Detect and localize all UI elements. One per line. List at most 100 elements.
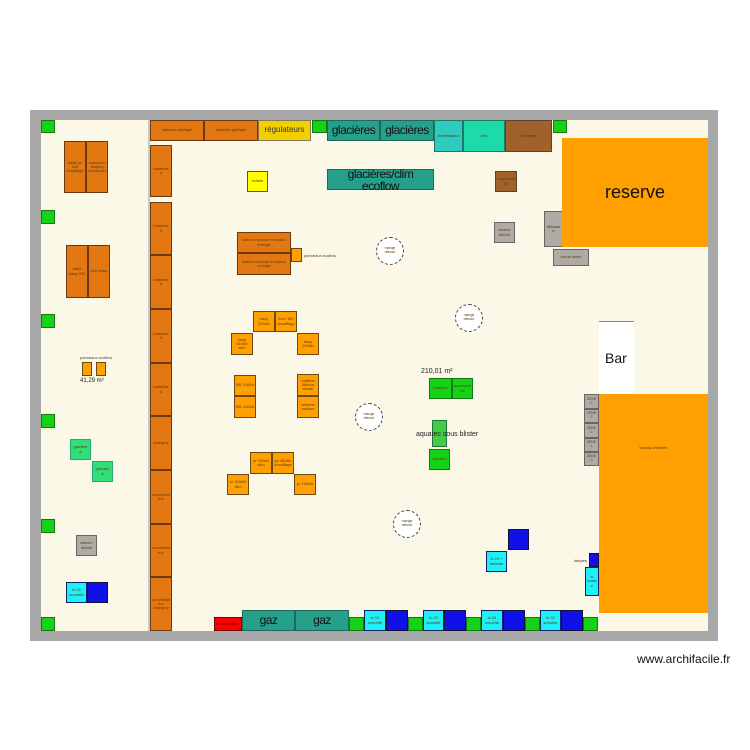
- tv[interactable]: tv 32 sonorité: [540, 610, 561, 631]
- marker: [312, 120, 327, 133]
- marker: [41, 414, 55, 428]
- shelf[interactable]: convertisseur: [150, 470, 172, 524]
- shelf[interactable]: batteries gel/agm: [150, 120, 204, 141]
- label: ZENEC: [586, 454, 597, 462]
- tv[interactable]: tv 24 sonorité: [481, 610, 503, 631]
- label: pompes: [433, 385, 448, 391]
- label: solaire: [251, 178, 264, 184]
- shelf[interactable]: convertisseur: [150, 524, 172, 577]
- tv[interactable]: tv 22 sonorité: [423, 610, 444, 631]
- brumisateur[interactable]: brumisateur: [434, 120, 463, 152]
- shelf[interactable]: convertisseur chargeur: [150, 577, 172, 631]
- shelf[interactable]: batteries li: [150, 202, 172, 255]
- tv-blue[interactable]: [444, 610, 466, 631]
- label: régulateurs: [264, 125, 305, 135]
- battery[interactable]: easy 310Ah slim: [231, 333, 253, 355]
- glaciere[interactable]: glacière A: [92, 461, 113, 482]
- zenec[interactable]: ZENEC: [584, 452, 599, 466]
- bar[interactable]: Bar: [599, 321, 634, 394]
- zenec[interactable]: ZENEC: [584, 438, 599, 452]
- battery[interactable]: pr 210ah slim: [250, 452, 272, 474]
- label: glacières: [385, 123, 429, 138]
- suspensions[interactable]: suspensions: [495, 171, 517, 192]
- label: Bar: [605, 349, 627, 366]
- glacieres[interactable]: glacières: [380, 120, 434, 141]
- tv24[interactable]: tv 24 + tablette: [486, 551, 507, 572]
- aquatec-blister[interactable]: [432, 420, 447, 447]
- battery[interactable]: pv 460Ah chauffage: [272, 452, 294, 474]
- aquatec[interactable]: aquatec: [429, 449, 450, 470]
- battery[interactable]: BB 100Ah: [234, 375, 256, 396]
- table[interactable]: table easy 200: [66, 245, 88, 298]
- label: station ecoflow et station energie: [242, 237, 286, 247]
- glacieres-clim[interactable]: glacières/clim ecoflow: [327, 168, 434, 192]
- shelf[interactable]: batteries li: [150, 255, 172, 309]
- tv[interactable]: tv 22 sonorité: [66, 582, 87, 603]
- alarme[interactable]: alarme déloté: [494, 222, 515, 243]
- gaz[interactable]: gaz: [295, 610, 349, 631]
- zenec[interactable]: ZENEC: [584, 394, 599, 409]
- table[interactable]: cuisson/camping extraction: [86, 141, 108, 193]
- tv-solaire[interactable]: tv solaire: [585, 567, 599, 596]
- label: gaz: [313, 613, 331, 628]
- battery[interactable]: BB 240Ah: [234, 396, 256, 418]
- label: mange debout: [384, 246, 396, 254]
- label: tv 19 sonorité: [367, 615, 383, 625]
- tv-blue[interactable]: [87, 582, 108, 603]
- shelf[interactable]: batteries li: [150, 309, 172, 363]
- table[interactable]: tonv easy: [88, 245, 110, 298]
- shelf[interactable]: batteries li: [150, 145, 172, 197]
- battery[interactable]: easy 200Ah: [253, 311, 275, 332]
- mange-debout-table[interactable]: mange debout: [376, 237, 404, 265]
- station[interactable]: station ecoflow et station energie: [237, 232, 291, 253]
- label: convertisseur: [152, 545, 171, 555]
- zenec[interactable]: ZENEC: [584, 423, 599, 438]
- panneaux[interactable]: [291, 248, 302, 262]
- zenec[interactable]: ZENEC: [584, 409, 599, 423]
- glacieres[interactable]: glacières: [327, 120, 380, 141]
- shelf[interactable]: batteries gel/agm: [204, 120, 258, 141]
- borne[interactable]: borne facile: [553, 249, 589, 266]
- bureau[interactable]: bureau d'entrée: [599, 394, 708, 503]
- table[interactable]: table pv 160 chauffage: [64, 141, 86, 193]
- label: batteries gel/agm: [215, 127, 247, 133]
- accessoires[interactable]: accessoires: [452, 378, 473, 399]
- zone-entree[interactable]: zone entrée: [214, 617, 242, 631]
- flebassie[interactable]: fléhassie: [544, 211, 563, 247]
- shelf[interactable]: batteries li: [150, 363, 172, 416]
- battery[interactable]: batterie lithium solide: [297, 374, 319, 396]
- battery[interactable]: tonv 100 chauffage: [275, 311, 297, 332]
- panel[interactable]: [82, 362, 92, 376]
- solaire[interactable]: solaire: [247, 171, 268, 192]
- label: batteries li: [153, 330, 169, 340]
- label: glacières: [331, 123, 376, 138]
- shelf[interactable]: chargeur: [150, 416, 172, 470]
- regulateurs[interactable]: régulateurs: [258, 120, 311, 141]
- battery[interactable]: pr 310Ah slim: [227, 474, 249, 495]
- battery[interactable]: batterie sodium: [297, 396, 319, 418]
- box-blue[interactable]: [508, 529, 529, 550]
- mange-debout-table[interactable]: mange debout: [455, 304, 483, 332]
- battery[interactable]: pr 100Ah: [294, 474, 316, 495]
- glaciere[interactable]: glacière A: [70, 439, 91, 460]
- mange-debout-table[interactable]: mange debout: [393, 510, 421, 538]
- mange-debout-table[interactable]: mange debout: [355, 403, 383, 431]
- lampes[interactable]: [589, 553, 599, 567]
- alarm[interactable]: alarme déloté: [76, 535, 97, 556]
- label: easy 200Ah: [258, 316, 270, 326]
- tv[interactable]: tv 19 sonorité: [364, 610, 386, 631]
- battery[interactable]: easy 100Ah: [297, 333, 319, 355]
- gaz[interactable]: gaz: [242, 610, 295, 631]
- reserve[interactable]: reserve: [562, 138, 708, 247]
- panel[interactable]: [96, 362, 106, 376]
- label: convertisseur chargeur: [152, 596, 171, 611]
- pompes[interactable]: pompes: [429, 378, 452, 399]
- eclairage[interactable]: éclairage: [505, 120, 552, 152]
- tv-blue[interactable]: [503, 610, 525, 631]
- clim[interactable]: clim: [463, 120, 505, 152]
- label: tv 24 sonorité: [484, 615, 500, 625]
- tv-blue[interactable]: [386, 610, 408, 631]
- label: tonv 100 chauffage: [277, 316, 295, 326]
- tv-blue[interactable]: [561, 610, 583, 631]
- station[interactable]: station ecoflow et station energie: [237, 253, 291, 275]
